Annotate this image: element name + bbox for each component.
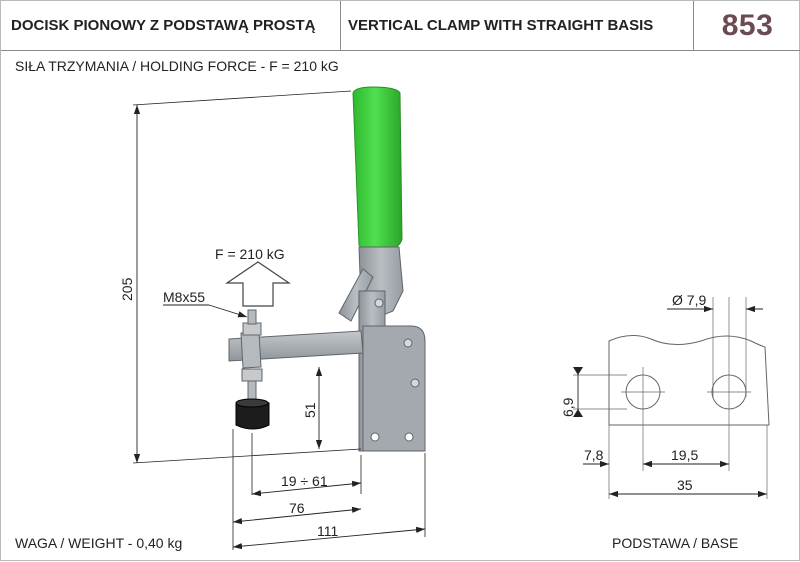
part-number-cell: 853 [694,1,800,51]
rubber-tip-top [235,398,269,408]
rivet-3 [410,378,420,388]
spindle-top-nut [242,322,262,336]
handle-grip [352,86,403,252]
link-arm [338,268,374,322]
dim-length-value: 111 [317,523,338,539]
base-outline [608,335,770,426]
dim-edge-offset-value: 7,8 [584,447,604,463]
thread-leader-arrow [208,304,248,318]
rivet-1 [374,298,384,308]
dim-hole-diameter-value: Ø 7,9 [672,292,706,308]
base-view-label: PODSTAWA / BASE [612,535,739,551]
dim-base-width-value: 35 [677,477,693,493]
clamp-illustration [228,86,426,452]
thread-label: M8x55 [163,289,205,305]
force-arrow-label: F = 210 kG [215,246,285,262]
weight-spec: WAGA / WEIGHT - 0,40 kg [15,535,183,551]
dimension-height: 205 [119,90,362,464]
dim-reach-value: 76 [289,500,305,516]
dim-hole-spacing-value: 19,5 [671,447,698,463]
spindle-thread [247,380,257,402]
title-polish: DOCISK PIONOWY Z PODSTAWĄ PROSTĄ [11,17,316,34]
clamp-arm [228,330,364,362]
force-arrow [225,261,291,307]
base-plate-hole-2 [404,432,414,442]
base-plate [362,325,426,452]
spindle-bottom-nut [241,368,263,382]
holding-force-spec: SIŁA TRZYMANIA / HOLDING FORCE - F = 210… [15,58,339,74]
clamp-arm-slot [240,331,262,369]
base-hole-pattern [608,297,770,471]
base-plate-hole-1 [370,432,380,442]
dim-height-value: 205 [119,277,135,301]
dim-reach-range-value: 19 ÷ 61 [281,473,328,489]
part-number: 853 [721,8,774,42]
title-polish-cell: DOCISK PIONOWY Z PODSTAWĄ PROSTĄ [1,1,341,51]
title-english: VERTICAL CLAMP WITH STRAIGHT BASIS [348,17,654,34]
dimension-reach: 19 ÷ 61 76 111 [232,429,426,550]
dim-spindle-height-value: 51 [302,402,318,418]
dimension-spindle-height: 51 [302,367,323,449]
spindle-thread-top [247,309,257,325]
dim-slot-width-value: 6,9 [560,397,576,417]
rivet-2 [403,338,413,348]
title-english-cell: VERTICAL CLAMP WITH STRAIGHT BASIS [341,1,694,51]
